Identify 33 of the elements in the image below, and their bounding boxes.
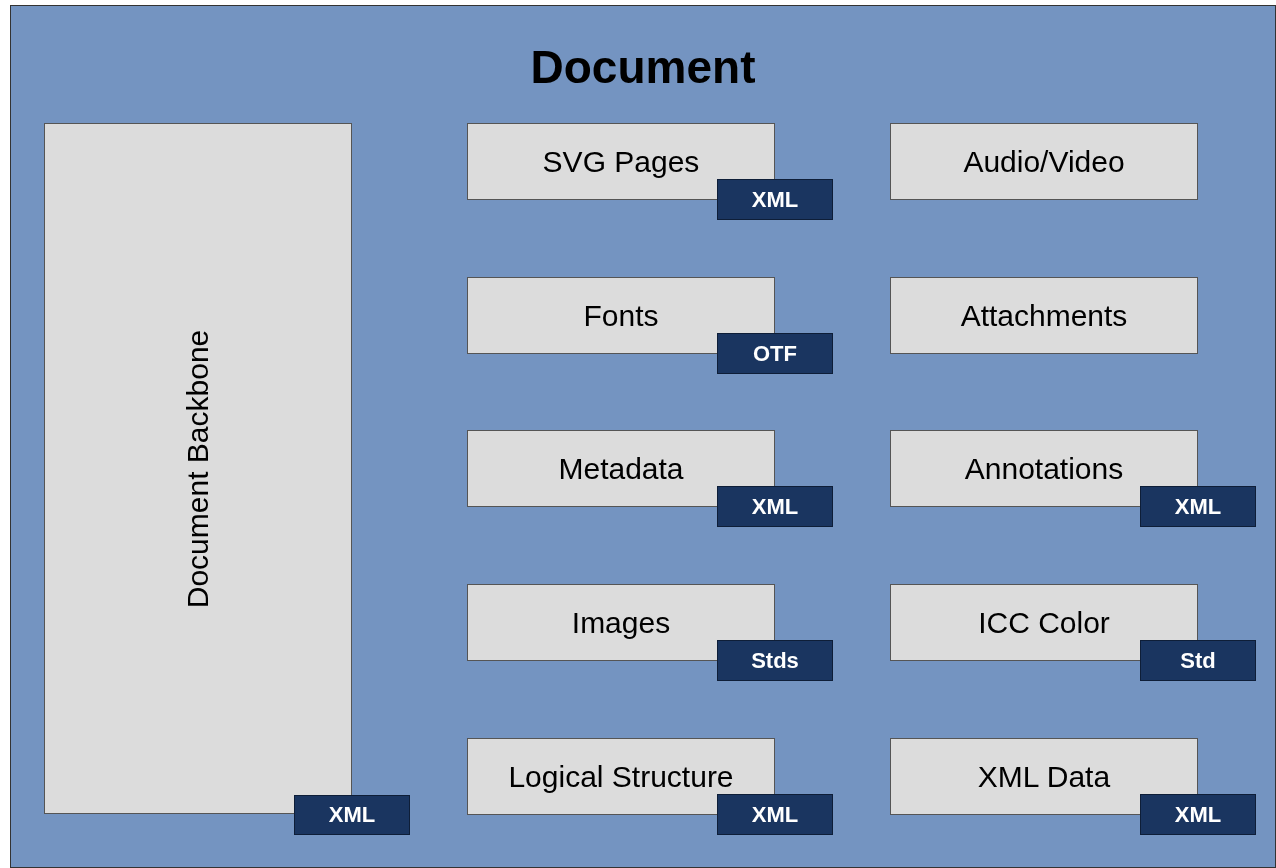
tag-label: XML — [751, 493, 799, 520]
box-label: Document Backbone — [181, 329, 215, 608]
component-box — [890, 277, 1198, 354]
tag-label: XML — [751, 801, 799, 828]
box-label: Audio/Video — [963, 144, 1125, 179]
format-tag — [717, 794, 833, 835]
tag-label: OTF — [753, 340, 797, 367]
component-box — [890, 123, 1198, 200]
tag-label: XML — [328, 802, 376, 828]
tag-label: XML — [1174, 493, 1222, 520]
tag-label: Stds — [751, 647, 799, 674]
box-label: XML Data — [977, 759, 1111, 794]
box-label: Metadata — [558, 451, 684, 486]
box-label: Fonts — [583, 298, 659, 333]
box-label: Attachments — [960, 298, 1128, 333]
format-tag — [1140, 486, 1256, 527]
format-tag — [1140, 794, 1256, 835]
box-label: Logical Structure — [508, 759, 734, 794]
format-tag — [294, 795, 410, 835]
box-label: Annotations — [964, 451, 1124, 486]
panel-heading: Document — [529, 40, 757, 94]
tag-label: XML — [1174, 801, 1222, 828]
box-label: Images — [571, 605, 671, 640]
format-tag — [717, 333, 833, 374]
format-tag — [717, 179, 833, 220]
tag-label: XML — [751, 186, 799, 213]
format-tag — [717, 486, 833, 527]
box-label: SVG Pages — [542, 144, 700, 179]
format-tag — [717, 640, 833, 681]
box-label: ICC Color — [978, 605, 1110, 640]
diagram-panel — [10, 5, 1276, 868]
tag-label: Std — [1180, 647, 1216, 674]
format-tag — [1140, 640, 1256, 681]
